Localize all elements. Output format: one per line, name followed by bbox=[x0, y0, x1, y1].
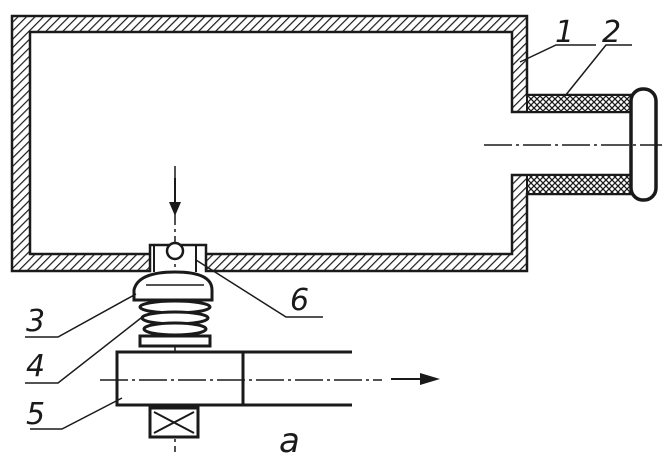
label-6: 6 bbox=[290, 283, 309, 318]
label-4: 4 bbox=[26, 349, 45, 384]
figure-caption: a bbox=[279, 421, 300, 459]
bearing-block bbox=[148, 406, 200, 439]
force-arrow bbox=[169, 178, 181, 216]
motion-arrow bbox=[391, 373, 440, 385]
slide-rod bbox=[100, 350, 382, 407]
sensor-cup bbox=[132, 270, 214, 302]
housing bbox=[10, 14, 636, 273]
leader-lines bbox=[25, 44, 632, 430]
label-3: 3 bbox=[26, 304, 45, 339]
label-5: 5 bbox=[26, 397, 45, 432]
bellows bbox=[138, 299, 212, 348]
label-1: 1 bbox=[555, 15, 574, 50]
label-2: 2 bbox=[602, 15, 621, 50]
pin bbox=[153, 241, 197, 272]
